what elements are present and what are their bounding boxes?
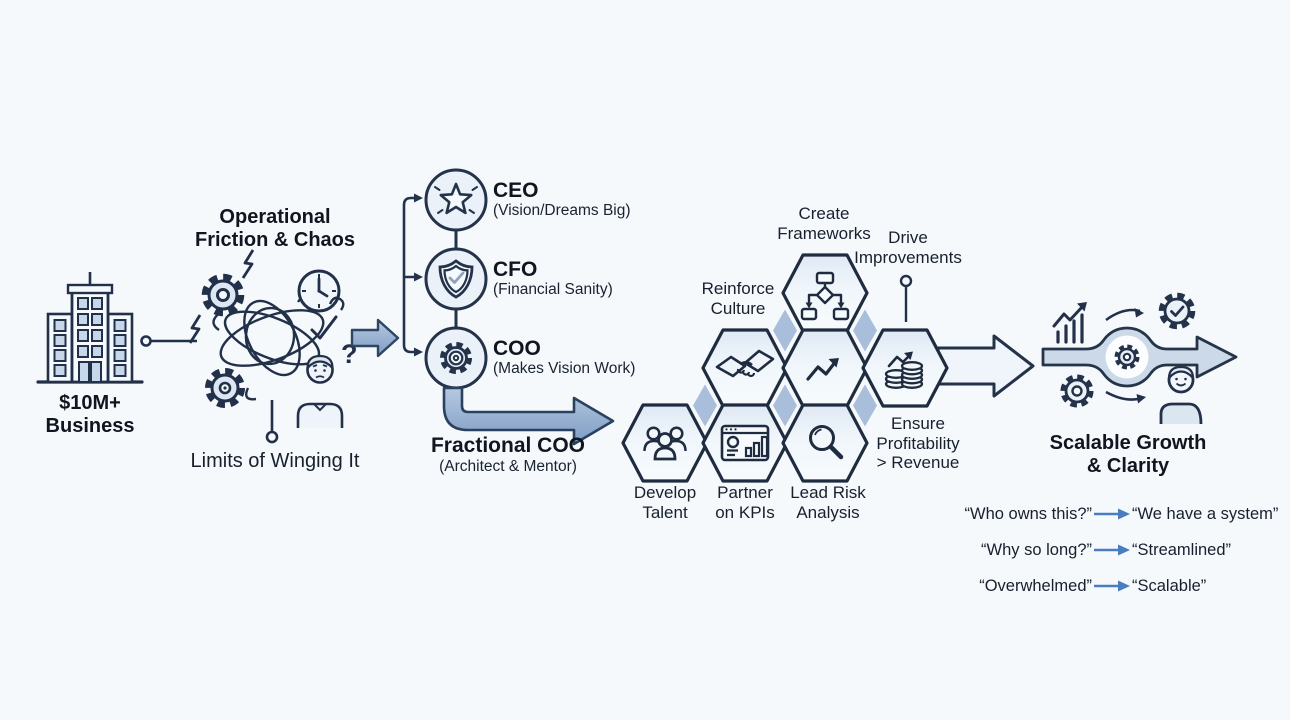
- people-icon: [643, 426, 687, 461]
- cfo-subtitle: (Financial Sanity): [493, 281, 613, 298]
- label-reinforce-culture: Reinforce Culture: [701, 279, 775, 318]
- quote-after: “We have a system”: [1132, 504, 1279, 523]
- plain-gear-icon: [1060, 374, 1094, 408]
- label-partner-on-kpis: Partner on KPIs: [715, 483, 775, 522]
- quote-before: “Overwhelmed”: [979, 576, 1092, 595]
- lightning-icon: [188, 249, 255, 344]
- chaos-roles-arrow: [350, 318, 400, 358]
- gear-icon: [201, 273, 245, 317]
- quote-arrow-icon: [1092, 578, 1132, 594]
- hex-reinforce-culture: [701, 328, 789, 408]
- quote-row: “Who owns this?” “We have a system”: [935, 496, 1280, 532]
- fractional-coo-arrow: [442, 386, 615, 446]
- business-chaos-connector: [140, 335, 197, 347]
- outcome-title: Scalable Growth & Clarity: [1049, 432, 1207, 478]
- quote-before: “Who owns this?”: [964, 504, 1092, 523]
- flowchart-icon: [800, 271, 850, 321]
- checkmark-icon: [310, 296, 345, 340]
- limits-connector: [265, 400, 279, 444]
- quote-arrow-icon: [1092, 506, 1132, 522]
- role-bracket: [402, 193, 423, 357]
- clock-icon: [297, 269, 341, 313]
- growth-arrow-icon: [806, 358, 839, 381]
- drive-connector: [899, 274, 913, 322]
- label-lead-risk-analysis: Lead Risk Analysis: [790, 483, 866, 522]
- label-ensure-profitability: Ensure Profitability > Revenue: [876, 414, 960, 473]
- building-icon: [36, 272, 144, 384]
- curved-arrow-bottom-icon: [1105, 390, 1146, 404]
- star-icon: [434, 182, 478, 215]
- magnifier-icon: [809, 425, 844, 460]
- chart-growth-icon: [1052, 302, 1087, 344]
- hex-growth: [781, 328, 869, 408]
- activities-outcome-arrow: [936, 334, 1035, 398]
- cfo-title: CFO: [493, 258, 538, 281]
- label-create-frameworks: Create Frameworks: [777, 204, 871, 243]
- coins-icon: [884, 351, 924, 389]
- gear-check-icon: [1158, 292, 1196, 330]
- quote-row: “Why so long?” “Streamlined”: [935, 532, 1280, 568]
- label-develop-talent: Develop Talent: [633, 483, 697, 522]
- worried-person-icon: [296, 354, 344, 428]
- fractional-subtitle: (Architect & Mentor): [439, 458, 577, 475]
- coo-title: COO: [493, 337, 541, 360]
- quotes-list: “Who owns this?” “We have a system” “Why…: [935, 496, 1280, 604]
- coo-subtitle: (Makes Vision Work): [493, 360, 636, 377]
- limits-caption: Limits of Winging It: [190, 450, 360, 472]
- gear-spiral-icon: [205, 368, 245, 408]
- dashboard-icon: [720, 424, 770, 462]
- handshake-icon: [715, 349, 775, 378]
- chaos-title: Operational Friction & Chaos: [194, 206, 356, 252]
- quote-after: “Streamlined”: [1132, 540, 1232, 559]
- quote-row: “Overwhelmed” “Scalable”: [935, 568, 1280, 604]
- curved-arrow-top-icon: [1105, 308, 1144, 322]
- flow-gear-icon: [1114, 344, 1140, 370]
- fractional-title: Fractional COO: [430, 434, 586, 457]
- business-label: $10M+ Business: [45, 392, 135, 438]
- shield-check-icon: [438, 259, 474, 299]
- coo-gear-icon: [440, 342, 472, 374]
- quote-arrow-icon: [1092, 542, 1132, 558]
- ceo-title: CEO: [493, 179, 539, 202]
- quote-after: “Scalable”: [1132, 576, 1207, 595]
- ceo-subtitle: (Vision/Dreams Big): [493, 202, 631, 219]
- happy-person-icon: [1159, 365, 1203, 425]
- quote-before: “Why so long?”: [981, 540, 1092, 559]
- label-drive-improvements: Drive Improvements: [854, 228, 962, 267]
